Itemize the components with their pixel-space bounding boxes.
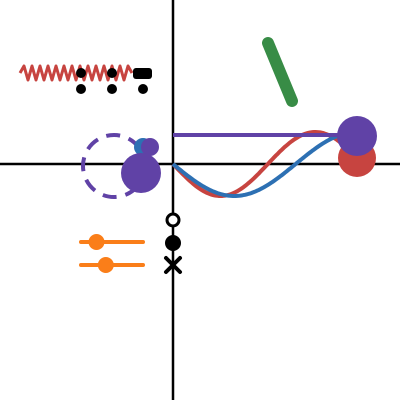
slider-icon: [79, 234, 145, 273]
point-grid: [76, 68, 148, 94]
grid-point[interactable]: [76, 84, 86, 94]
purple-endpoint[interactable]: [337, 116, 377, 156]
purple-point[interactable]: [121, 153, 161, 193]
open-circle-point-icon[interactable]: [165, 212, 181, 228]
grid-point[interactable]: [107, 68, 117, 78]
grid-point[interactable]: [107, 84, 117, 94]
blue-curve: [171, 130, 357, 198]
line-segment-icon: [262, 37, 298, 107]
grid-point[interactable]: [76, 68, 86, 78]
cross-point-icon[interactable]: [164, 256, 182, 274]
purple-small-point[interactable]: [141, 138, 159, 156]
grid-point[interactable]: [138, 84, 148, 94]
slider-2-handle[interactable]: [97, 257, 114, 273]
small-rectangle: [133, 68, 152, 79]
slider-1-handle[interactable]: [88, 234, 105, 250]
filled-point-icon[interactable]: [165, 235, 181, 251]
